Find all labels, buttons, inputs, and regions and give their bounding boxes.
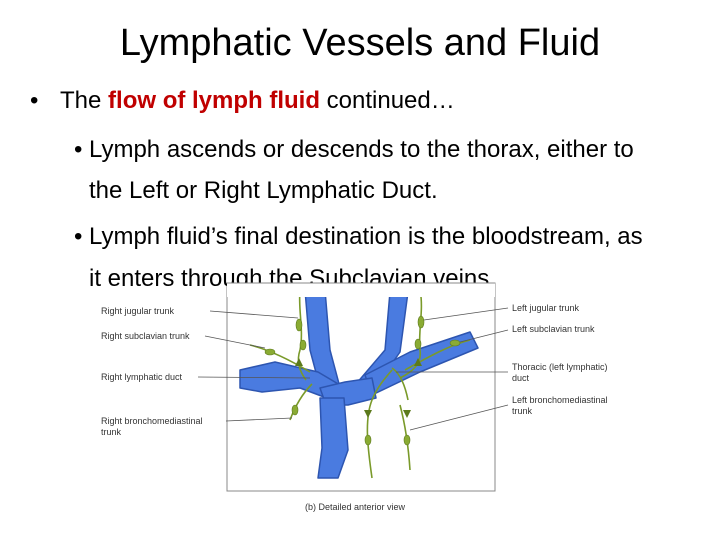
bullet-ascends-line2: the Left or Right Lymphatic Duct. (89, 177, 438, 204)
label-left-jugular-trunk: Left jugular trunk (512, 303, 580, 313)
label-thoracic-duct: Thoracic (left lymphatic) (512, 362, 608, 372)
bullet1-prefix: The (60, 87, 109, 114)
label-right-jugular-trunk: Right jugular trunk (101, 306, 175, 316)
bullet-destination-line1: •Lymph fluid’s final destination is the … (74, 225, 643, 249)
label-left-bronchomediastinal-trunk: trunk (512, 406, 533, 416)
label-right-bronchomediastinal: Right bronchomediastinal (101, 416, 203, 426)
bullet3-text-line1: Lymph fluid’s final destination is the b… (89, 223, 643, 250)
right-bronchomediastinal-trunk-vessel (289, 383, 313, 421)
flow-arrow-marks (295, 358, 422, 418)
lymph-node-marks (264, 315, 461, 446)
label-left-bronchomediastinal: Left bronchomediastinal (512, 395, 608, 405)
label-right-subclavian-trunk: Right subclavian trunk (101, 331, 190, 341)
sub-bullet-marker-2: • (74, 223, 83, 250)
figure-caption: (b) Detailed anterior view (305, 502, 406, 512)
bullet1-suffix: continued… (320, 87, 455, 114)
bullet-marker: • (30, 87, 39, 114)
thoracic-duct-lower-vessel (366, 369, 393, 479)
label-thoracic-duct-2: duct (512, 373, 530, 383)
right-leader-lines (396, 307, 509, 431)
left-subclavian-trunk-vessel (404, 339, 471, 371)
left-leader-lines (197, 310, 311, 422)
thoracic-duct-vessel (391, 367, 409, 401)
bullet-ascends-line1: •Lymph ascends or descends to the thorax… (74, 138, 634, 162)
left-bronchomediastinal-trunk-vessel (399, 404, 411, 471)
label-right-bronchomediastinal-trunk: trunk (101, 427, 122, 437)
bullet2-text-line1: Lymph ascends or descends to the thorax,… (89, 136, 634, 163)
bullet1-highlight: flow of lymph fluid (108, 87, 320, 114)
bullet-flow: • The flow of lymph fluid continued… (30, 89, 455, 113)
slide-title: Lymphatic Vessels and Fluid (119, 22, 601, 64)
superior-vena-cava (317, 397, 349, 479)
label-right-lymphatic-duct: Right lymphatic duct (101, 372, 183, 382)
bullet-destination-line2: it enters through the Subclavian veins. (89, 265, 496, 292)
right-subclavian-trunk-vessel (249, 344, 311, 373)
label-left-subclavian-trunk: Left subclavian trunk (512, 324, 595, 334)
sub-bullet-marker: • (74, 136, 83, 163)
right-jugular-trunk-vessel (297, 289, 307, 381)
